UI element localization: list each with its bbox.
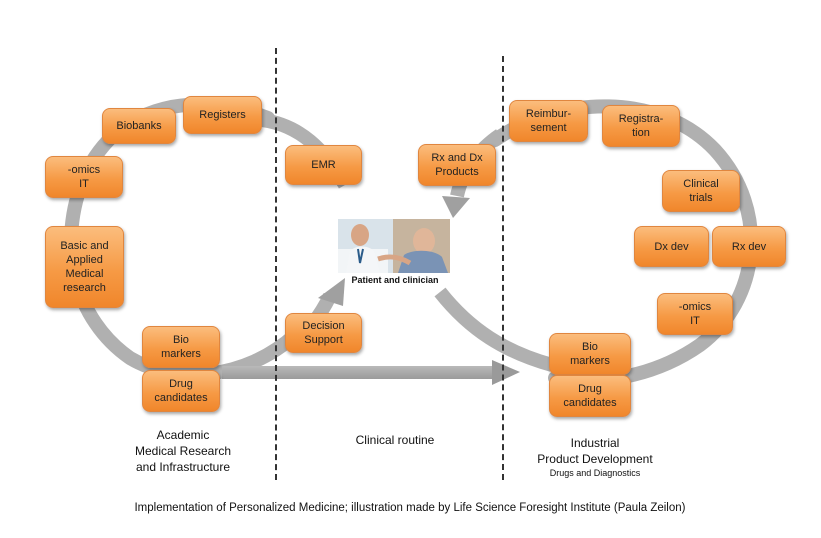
- right-dashed-divider: [502, 56, 504, 480]
- decision-to-patient-arrowhead: [318, 278, 345, 306]
- drug-candidates-left-box: Drug candidates: [142, 370, 220, 412]
- registration-box: Registra- tion: [602, 105, 680, 147]
- biomarkers-right-box: Bio markers: [549, 333, 631, 375]
- patient-clinician-photo-icon: [338, 219, 450, 273]
- patient-to-industrial-arc: [434, 287, 554, 372]
- reimbursement-box: Reimbur- sement: [509, 100, 588, 142]
- industrial-section-label: Industrial Product Development: [537, 436, 653, 466]
- patient-clinician-label: Patient and clinician: [351, 275, 439, 285]
- rx-dev-box: Rx dev: [712, 226, 786, 267]
- industrial-subtitle: Drugs and Diagnostics: [549, 468, 641, 478]
- drug-candidates-right-box: Drug candidates: [549, 375, 631, 417]
- biobanks-box: Biobanks: [102, 108, 176, 144]
- rx-dx-products-box: Rx and Dx Products: [418, 144, 496, 186]
- figure-caption: Implementation of Personalized Medicine;…: [134, 502, 686, 514]
- omics-it-left-box: -omics IT: [45, 156, 123, 198]
- horizontal-arrow-shaft: [222, 366, 494, 379]
- basic-applied-research-box: Basic and Applied Medical research: [45, 226, 124, 308]
- registers-box: Registers: [183, 96, 262, 134]
- clinical-routine-label: Clinical routine: [355, 433, 435, 447]
- left-dashed-divider: [275, 48, 277, 480]
- decision-support-box: Decision Support: [285, 313, 362, 353]
- clinical-trials-box: Clinical trials: [662, 170, 740, 212]
- emr-box: EMR: [285, 145, 362, 185]
- products-to-patient-arrowhead: [442, 196, 470, 218]
- omics-it-right-box: -omics IT: [657, 293, 733, 335]
- dx-dev-box: Dx dev: [634, 226, 709, 267]
- horizontal-arrowhead: [492, 360, 520, 385]
- academic-section-label: Academic Medical Research and Infrastruc…: [134, 428, 232, 474]
- biomarkers-left-box: Bio markers: [142, 326, 220, 368]
